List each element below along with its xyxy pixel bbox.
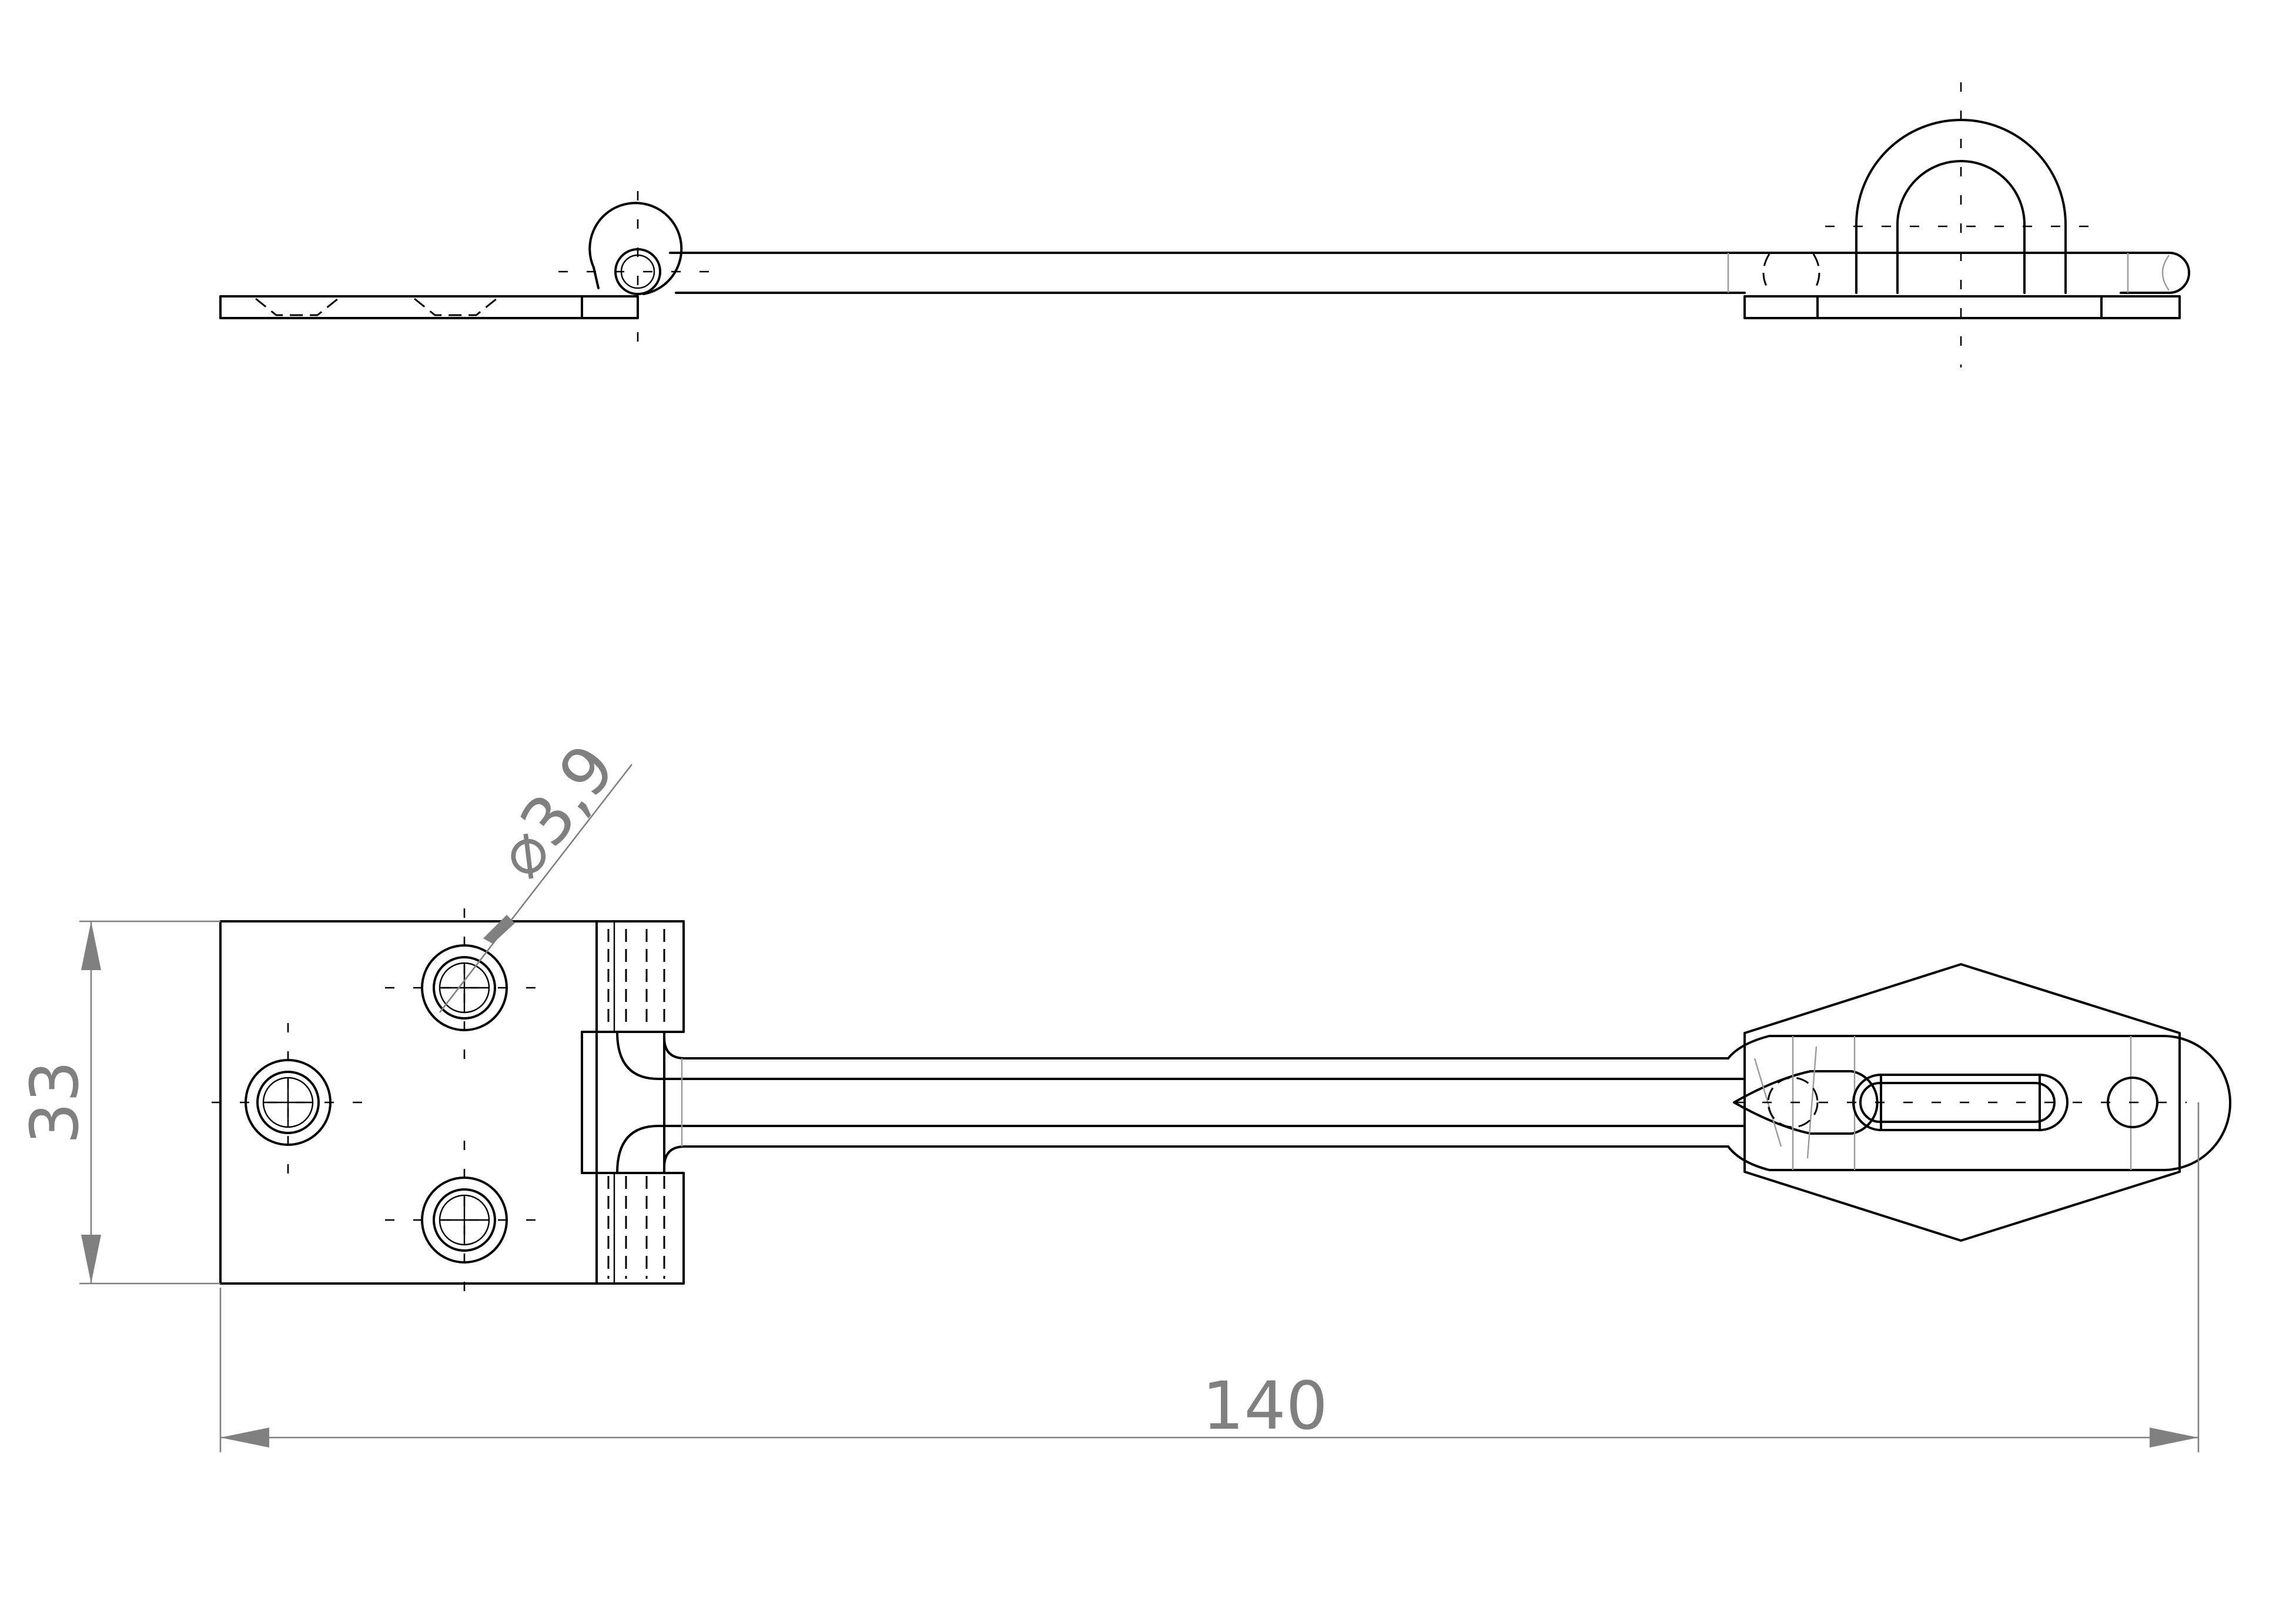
top-view <box>212 908 2231 1299</box>
countersink-hidden-right <box>414 298 497 316</box>
arm-root <box>581 1031 665 1174</box>
length-dimension-label: 140 <box>1202 1368 1328 1445</box>
arm-hidden-curve-2 <box>1812 253 1820 292</box>
staple-outer <box>1855 119 2067 294</box>
arm-inner-top <box>616 1031 1744 1080</box>
hasp-slot-right-arc <box>2039 1074 2069 1131</box>
countersink-hidden-left <box>255 298 339 316</box>
staple-inner <box>1896 160 2026 294</box>
arm-rounded-tip <box>2120 252 2190 294</box>
screw-hole-bottom <box>385 1141 544 1299</box>
knuckle-lower <box>595 1172 685 1285</box>
svg-text:⌀3,9: ⌀3,9 <box>481 731 631 892</box>
hasp-rivet-hidden <box>1767 1077 1819 1128</box>
side-view <box>219 82 2190 367</box>
arm-outer-bottom <box>663 1145 1729 1168</box>
arm-outer-top <box>663 1037 1729 1059</box>
knuckle-upper <box>595 920 685 1033</box>
side-base-plate <box>219 295 639 319</box>
hinge-knuckle-outer <box>588 202 683 295</box>
arm-tip-curve <box>2161 255 2170 291</box>
hasp-hexagon-plate <box>1743 963 2181 1242</box>
screw-hole-top <box>385 908 544 1067</box>
arm-inner-bottom <box>616 1125 1744 1174</box>
dimension-length: 140 <box>219 1102 2200 1452</box>
height-dimension-label: 33 <box>17 1061 93 1145</box>
hasp-facet-2 <box>1806 1046 1818 1159</box>
hasp-slot <box>1859 1082 2056 1123</box>
dimension-diameter: ⌀3,9 <box>439 731 633 1013</box>
knuckle-wrap <box>593 266 600 289</box>
dimension-height: 33 <box>17 920 220 1285</box>
hasp-arm-end <box>1727 1035 2231 1171</box>
staple-plate <box>1743 295 2181 319</box>
arm-hidden-curve-1 <box>1762 253 1770 292</box>
screw-hole-left <box>212 1023 367 1182</box>
